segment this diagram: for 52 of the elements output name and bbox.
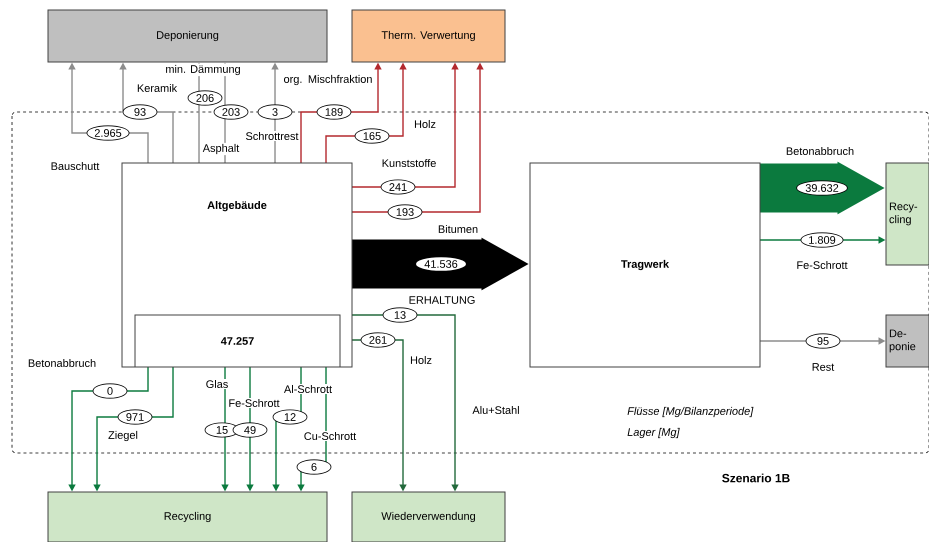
- flow-value: 13: [382, 307, 418, 323]
- flow-name: Schrottrest: [244, 130, 300, 142]
- flow-value: 206: [188, 90, 222, 106]
- flow-value: 203: [214, 104, 248, 120]
- flow-value: 95: [806, 333, 840, 349]
- scenario-label: Szenario 1B: [722, 474, 790, 482]
- flow-name: org. Mischfraktion: [284, 74, 372, 86]
- target-box: Wiederverwendung: [352, 492, 506, 542]
- flow-value: 39.632: [796, 180, 848, 196]
- flow-name: Fe-Schrott: [227, 398, 281, 408]
- flow-name: Betonabbruch: [784, 146, 856, 156]
- flow-value: 241: [380, 179, 416, 194]
- flow-value: 41.536: [415, 256, 467, 272]
- flow-name: Rest: [810, 362, 836, 372]
- flow-value: 2.965: [86, 125, 130, 141]
- flow-value: 971: [118, 409, 152, 425]
- flow-value: 165: [354, 128, 390, 144]
- stock-box: 47.257: [134, 314, 340, 368]
- flow-value: 1.809: [800, 232, 844, 248]
- flow-name: Keramik: [136, 82, 178, 94]
- target-box: Therm. Verwertung: [352, 10, 506, 62]
- flow-value: 193: [388, 204, 422, 220]
- flow-name: Cu-Schrott: [302, 430, 358, 441]
- flow-value: 6: [296, 459, 332, 475]
- target-box: Recycling: [48, 492, 328, 542]
- flow-value: 93: [122, 104, 158, 120]
- flow-name: Bitumen: [436, 224, 480, 234]
- flow-value: 189: [316, 104, 352, 120]
- flow-name: Holz: [409, 354, 433, 365]
- flow-name: Asphalt: [202, 142, 240, 156]
- flow-name: Glas: [204, 378, 230, 389]
- flow-name: Kunststoffe: [380, 158, 438, 168]
- flow-name: Bauschutt: [50, 160, 100, 172]
- flow-name: Holz: [413, 118, 437, 130]
- flow-value: 3: [258, 104, 292, 120]
- flow-name: Betonabbruch: [26, 358, 98, 368]
- process-box: Tragwerk: [530, 162, 760, 368]
- flow-name: Al-Schrott: [282, 384, 334, 394]
- target-box: Recy- cling: [886, 162, 929, 266]
- note: Flüsse [Mg/Bilanzperiode]: [628, 406, 754, 418]
- flow-value: 12: [272, 409, 308, 424]
- flow-value: 0: [92, 383, 128, 399]
- target-box: Deponierung: [48, 10, 328, 62]
- flow-name: Fe-Schrott: [795, 260, 849, 270]
- flow-name: Ziegel: [107, 430, 139, 442]
- flow-name: ERHALTUNG: [408, 295, 476, 305]
- target-box: De- ponie: [886, 314, 929, 368]
- flow-value: 49: [232, 422, 268, 438]
- flow-value: 261: [360, 332, 396, 348]
- note: Lager [Mg]: [628, 428, 680, 438]
- flow-name: Alu+Stahl: [471, 404, 521, 415]
- flow-name: min. Dämmung: [164, 64, 242, 76]
